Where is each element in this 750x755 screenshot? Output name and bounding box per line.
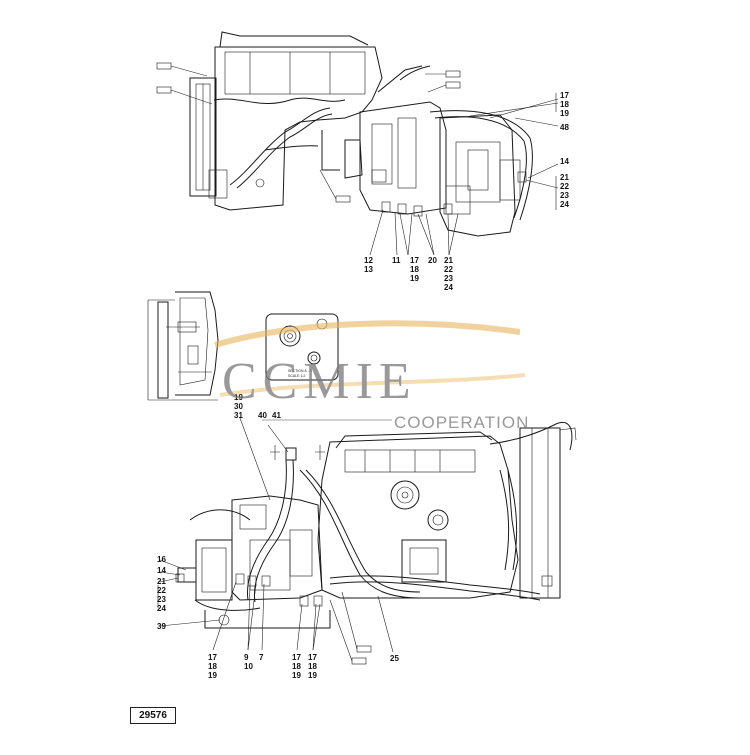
callout: 40 — [258, 411, 267, 420]
callout: 14 — [560, 157, 569, 166]
callout: 18 — [292, 662, 301, 671]
top-view-leaders — [369, 93, 559, 256]
callout: 23 — [157, 595, 166, 604]
callout: 11 — [392, 256, 401, 265]
callout: 19 — [560, 109, 569, 118]
scale-label: SCALE 1:2 — [288, 374, 305, 378]
ref-tag — [156, 62, 172, 70]
callout: 13 — [364, 265, 373, 274]
section-label: SECTION A - A — [288, 369, 312, 373]
callout: 24 — [157, 604, 166, 613]
callout: 10 — [244, 662, 253, 671]
top-engine-view — [156, 31, 533, 237]
ref-tag — [335, 195, 351, 203]
callout: 41 — [272, 411, 281, 420]
callout: 18 — [208, 662, 217, 671]
drawing-number-box: 29576 — [130, 707, 176, 724]
callout: 31 — [234, 411, 243, 420]
callout: 25 — [390, 654, 399, 663]
bottom-top-callouts: 19 30 31 40 41 — [234, 393, 281, 420]
callout: 7 — [259, 653, 264, 662]
callout: 23 — [444, 274, 453, 283]
callout: 30 — [234, 402, 243, 411]
top-bottom-callouts: 12 13 11 17 18 19 20 21 22 23 24 — [364, 256, 453, 292]
callout: 24 — [560, 200, 569, 209]
top-right-callouts: 17 18 19 48 14 21 22 23 24 — [560, 91, 569, 209]
callout: 19 — [292, 671, 301, 680]
callout: 21 — [560, 173, 569, 182]
callout: 24 — [444, 283, 453, 292]
callout: 19 — [410, 274, 419, 283]
callout: 14 — [157, 566, 166, 575]
callout: 20 — [428, 256, 437, 265]
callout: 18 — [308, 662, 317, 671]
watermark: CCMIE COOPERATION — [214, 320, 529, 432]
callout: 22 — [157, 586, 166, 595]
callout: 21 — [444, 256, 453, 265]
callout: 19 — [234, 393, 243, 402]
bottom-lower-callouts: 17 18 19 9 10 7 17 18 19 17 18 19 25 — [208, 653, 399, 680]
section-detail-left — [147, 291, 219, 401]
callout: 12 — [364, 256, 373, 265]
bottom-view-leaders — [157, 417, 394, 653]
callout: 17 — [410, 256, 419, 265]
callout: 19 — [208, 671, 217, 680]
callout: 17 — [292, 653, 301, 662]
callout: 17 — [560, 91, 569, 100]
callout: 9 — [244, 653, 249, 662]
ref-tag — [445, 81, 461, 89]
callout: 21 — [157, 577, 166, 586]
callout: 22 — [560, 182, 569, 191]
callout: 17 — [208, 653, 217, 662]
callout: 18 — [410, 265, 419, 274]
callout: 16 — [157, 555, 166, 564]
watermark-subtitle: COOPERATION — [394, 413, 529, 432]
watermark-brand: CCMIE — [222, 353, 417, 410]
ref-tag — [445, 70, 461, 78]
callout: 48 — [560, 123, 569, 132]
callout: 18 — [560, 100, 569, 109]
callout: 17 — [308, 653, 317, 662]
section-detail-a: SECTION A - A SCALE 1:2 — [265, 313, 339, 381]
callout: 19 — [308, 671, 317, 680]
ref-tag — [156, 86, 172, 94]
callout: 22 — [444, 265, 453, 274]
bottom-left-callouts: 16 14 21 22 23 24 39 — [157, 555, 166, 631]
bottom-engine-view — [175, 422, 577, 665]
callout: 39 — [157, 622, 166, 631]
callout: 23 — [560, 191, 569, 200]
